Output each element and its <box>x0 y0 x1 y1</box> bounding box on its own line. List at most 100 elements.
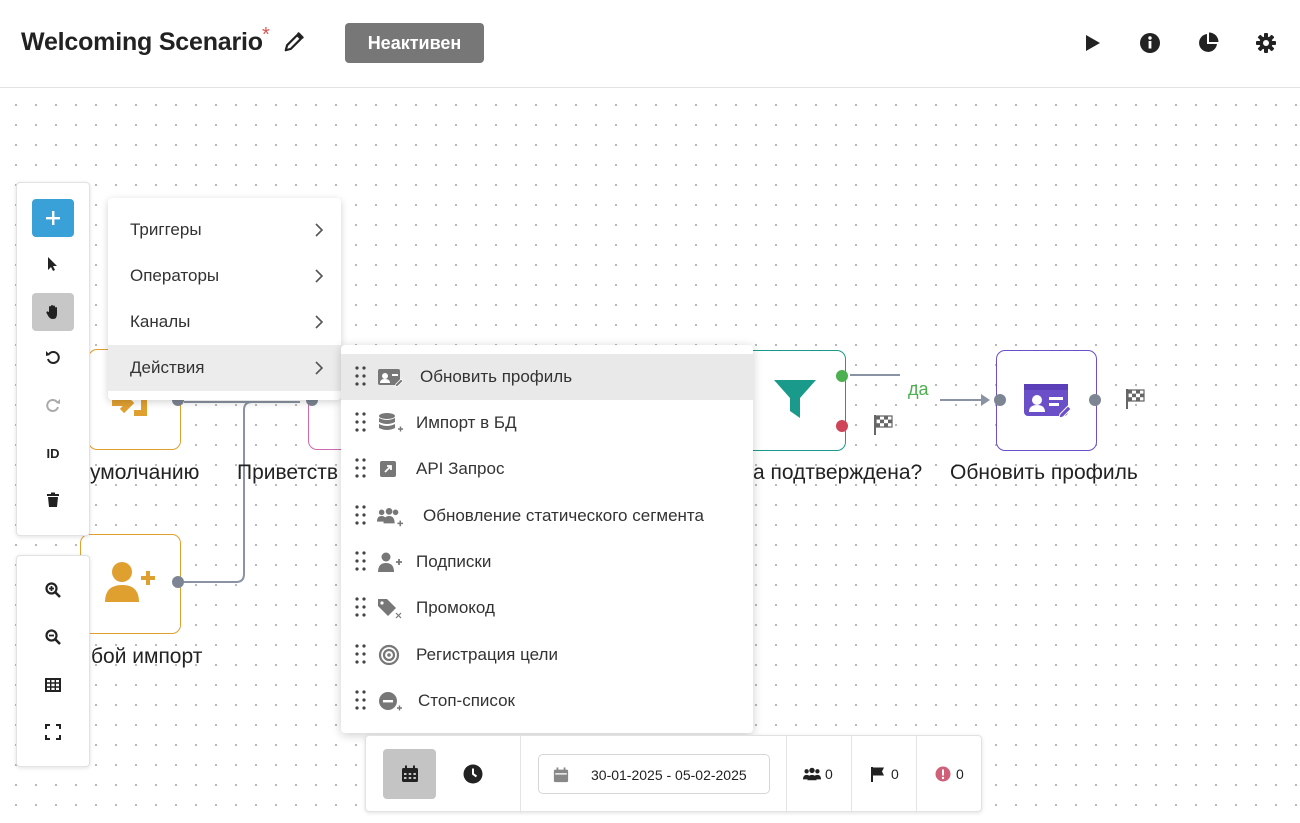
undo-button[interactable] <box>32 338 74 376</box>
select-tool-button[interactable] <box>32 245 74 283</box>
users-stat: 0 <box>803 763 833 785</box>
drag-handle-icon[interactable] <box>355 504 367 526</box>
realtime-mode-button[interactable] <box>448 749 498 799</box>
show-id-button[interactable]: ID <box>32 434 74 472</box>
output-port[interactable] <box>172 576 184 588</box>
pan-tool-button[interactable] <box>32 293 74 331</box>
submenu-item-promocode[interactable]: Промокод <box>341 585 753 631</box>
submenu-item-label: Промокод <box>416 598 495 617</box>
submenu-item-label: Импорт в БД <box>416 413 517 432</box>
node-label-import: бой импорт <box>91 645 203 668</box>
chevron-right-icon <box>315 361 323 375</box>
finish-flag-icon <box>1126 389 1145 409</box>
connector-lines <box>184 374 990 583</box>
hand-icon <box>46 305 57 319</box>
menu-item-actions[interactable]: Действия <box>108 345 341 391</box>
submenu-item-stop-list[interactable]: Стоп-список <box>341 678 753 724</box>
divider <box>786 736 787 813</box>
menu-item-operators[interactable]: Операторы <box>108 253 341 299</box>
submenu-item-api-request[interactable]: API Запрос <box>341 446 753 492</box>
submenu-item-label: Обновить профиль <box>420 367 573 386</box>
status-badge[interactable]: Неактивен <box>345 23 484 63</box>
submenu-item-label: Стоп-список <box>418 691 515 710</box>
grid-button[interactable] <box>32 666 74 704</box>
drag-handle-icon[interactable] <box>355 411 367 433</box>
drag-handle-icon[interactable] <box>355 365 367 387</box>
filter-icon <box>774 380 816 418</box>
menu-item-label: Триггеры <box>130 220 202 239</box>
input-port[interactable] <box>994 394 1006 406</box>
drag-handle-icon[interactable] <box>355 643 367 665</box>
submenu-item-goal-registration[interactable]: Регистрация цели <box>341 632 753 678</box>
menu-item-triggers[interactable]: Триггеры <box>108 207 341 253</box>
drag-handle-icon[interactable] <box>355 457 367 479</box>
drag-handle-icon[interactable] <box>355 596 367 618</box>
goals-stat: 0 <box>869 763 899 785</box>
play-icon[interactable] <box>1081 32 1103 54</box>
submenu-item-label: Регистрация цели <box>416 645 558 664</box>
menu-item-label: Операторы <box>130 266 220 285</box>
redo-button[interactable] <box>32 386 74 424</box>
zoom-toolbar <box>16 555 90 767</box>
zoom-out-button[interactable] <box>32 618 74 656</box>
chevron-right-icon <box>315 315 323 329</box>
target-icon <box>378 644 400 666</box>
flag-icon <box>871 767 884 782</box>
finish-flag-icon <box>874 415 893 435</box>
fit-screen-button[interactable] <box>32 713 74 751</box>
clock-icon <box>463 764 483 784</box>
drag-handle-icon[interactable] <box>355 550 367 572</box>
drag-handle-icon[interactable] <box>355 689 367 711</box>
submenu-item-import-db[interactable]: Импорт в БД <box>341 400 753 446</box>
yes-port[interactable] <box>836 370 848 382</box>
date-range-picker[interactable]: 30-01-2025 - 05-02-2025 <box>538 754 770 794</box>
node-label-confirmed: а подтверждена? <box>753 461 923 484</box>
users-add-icon <box>377 508 403 527</box>
trigger-node-import[interactable] <box>80 534 181 634</box>
external-link-icon <box>380 461 396 477</box>
errors-count: 0 <box>956 766 964 782</box>
profile-edit-icon <box>378 369 403 388</box>
header-bar: Welcoming Scenario * Неактивен <box>0 0 1300 88</box>
submenu-item-subscriptions[interactable]: Подписки <box>341 539 753 585</box>
submenu-item-label: Подписки <box>416 552 492 571</box>
plus-icon <box>46 211 60 225</box>
date-range-value: 30-01-2025 - 05-02-2025 <box>591 767 747 783</box>
id-label: ID <box>46 445 60 461</box>
divider <box>916 736 917 813</box>
submenu-item-label: Обновление статического сегмента <box>423 506 704 525</box>
menu-item-label: Каналы <box>130 312 191 331</box>
users-icon <box>803 767 821 781</box>
output-port[interactable] <box>1089 394 1101 406</box>
node-label-default: умолчанию <box>90 461 200 484</box>
unsaved-marker: * <box>262 24 270 46</box>
pencil-icon[interactable] <box>283 31 305 53</box>
profile-card-icon <box>1024 384 1071 419</box>
calendar-icon <box>401 765 418 782</box>
info-icon[interactable] <box>1139 32 1161 54</box>
user-plus-icon <box>105 562 155 602</box>
trash-icon <box>47 492 59 507</box>
errors-stat: 0 <box>934 763 964 785</box>
no-port[interactable] <box>836 420 848 432</box>
delete-button[interactable] <box>32 481 74 519</box>
database-add-icon <box>379 413 403 432</box>
menu-item-channels[interactable]: Каналы <box>108 299 341 345</box>
pie-chart-icon[interactable] <box>1197 32 1219 54</box>
chevron-right-icon <box>315 223 323 237</box>
goals-count: 0 <box>891 766 899 782</box>
submenu-item-update-profile[interactable]: Обновить профиль <box>341 354 753 400</box>
submenu-item-static-segment[interactable]: Обновление статического сегмента <box>341 493 753 539</box>
zoom-in-button[interactable] <box>32 571 74 609</box>
node-label-welcome: Приветств <box>237 461 339 484</box>
gear-icon[interactable] <box>1255 32 1277 54</box>
users-count: 0 <box>825 766 833 782</box>
menu-item-label: Действия <box>130 358 205 377</box>
zoom-in-icon <box>45 582 61 598</box>
calendar-mode-button[interactable] <box>383 749 436 799</box>
tags-icon <box>378 599 402 619</box>
divider <box>520 736 521 813</box>
add-button[interactable] <box>32 199 74 237</box>
undo-icon <box>46 351 60 364</box>
stop-list-icon <box>379 692 402 711</box>
